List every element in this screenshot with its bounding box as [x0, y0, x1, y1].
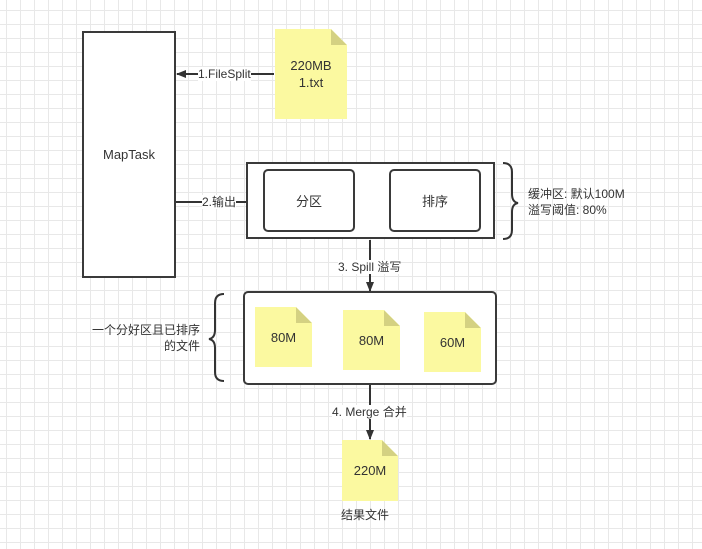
- spill-files-brace: [208, 293, 225, 382]
- partition-node[interactable]: 分区: [263, 169, 355, 232]
- buffer-brace: [502, 162, 519, 240]
- maptask-node[interactable]: MapTask: [82, 31, 176, 278]
- spill-file-note-3[interactable]: 60M: [424, 312, 481, 372]
- spill-file-note-1[interactable]: 80M: [255, 307, 312, 367]
- input-file-name: 1.txt: [298, 75, 324, 90]
- spill-threshold-text: 溢写阈值: 80%: [528, 203, 607, 217]
- edge-label-output: 2.输出: [202, 195, 237, 209]
- edge-label-filesplit: 1.FileSplit: [198, 67, 251, 81]
- buffer-annotation: 缓冲区: 默认100M 溢写阈值: 80%: [528, 186, 625, 218]
- input-file-size: 220MB: [290, 58, 332, 73]
- spill-desc-line1: 一个分好区且已排序: [92, 323, 201, 337]
- buffer-size-text: 缓冲区: 默认100M: [528, 187, 625, 201]
- spill-file-note-2[interactable]: 80M: [343, 310, 400, 370]
- spill-file-size: 60M: [439, 334, 466, 350]
- input-file-note[interactable]: 220MB 1.txt: [275, 29, 347, 119]
- result-file-size: 220M: [353, 463, 387, 478]
- result-file-caption: 结果文件: [341, 508, 390, 522]
- result-file-note[interactable]: 220M: [342, 440, 398, 501]
- spill-files-annotation: 一个分好区且已排序 的文件: [92, 322, 200, 354]
- spill-file-size: 80M: [270, 329, 297, 345]
- spill-file-size: 80M: [358, 332, 385, 348]
- maptask-label: MapTask: [102, 147, 156, 162]
- sort-label: 排序: [421, 194, 448, 209]
- edge-label-spill: 3. Spill 溢写: [338, 260, 402, 274]
- edge-label-merge: 4. Merge 合并: [332, 405, 407, 419]
- sort-node[interactable]: 排序: [389, 169, 481, 232]
- spill-desc-line2: 的文件: [163, 339, 200, 353]
- partition-label: 分区: [295, 194, 322, 209]
